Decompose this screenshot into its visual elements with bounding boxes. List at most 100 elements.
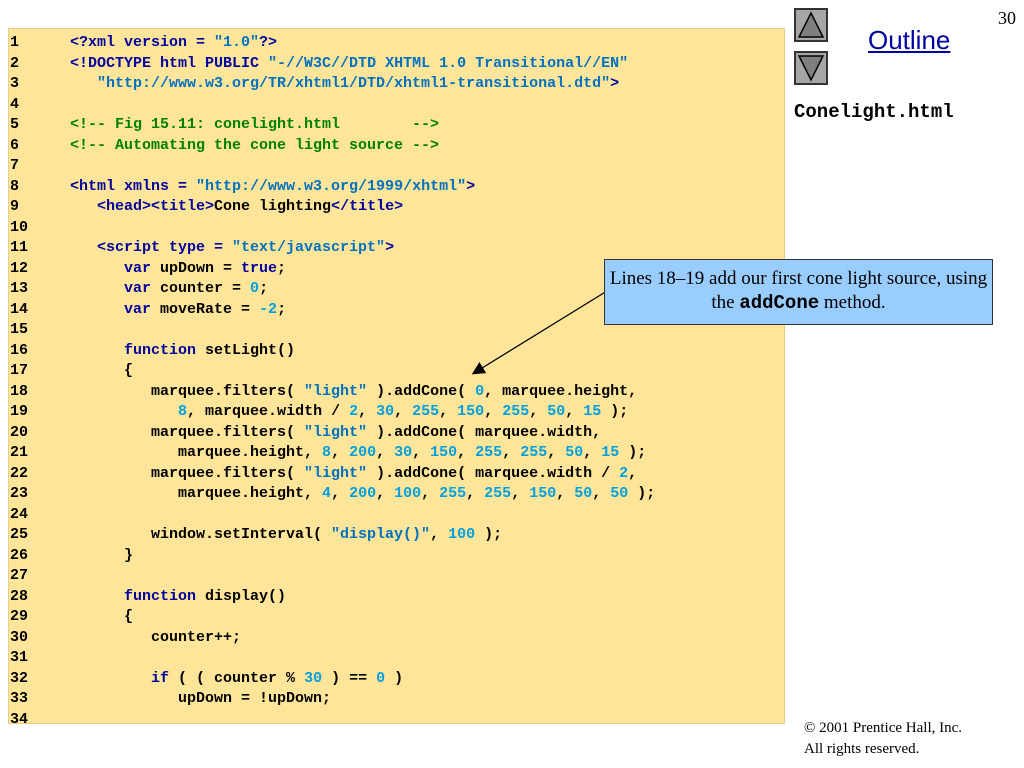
line-number: 33 (10, 690, 29, 707)
code-token: marquee.filters( (70, 464, 305, 482)
code-token: marquee.height, (70, 444, 323, 461)
code-token: , marquee.width / (187, 403, 350, 420)
line-number: 26 (10, 546, 29, 564)
code-token: > (610, 75, 620, 92)
line-number: 14 (10, 300, 29, 318)
code-token: { (70, 608, 134, 625)
line-number: 11 (10, 239, 29, 256)
previous-slide-button[interactable] (794, 8, 828, 42)
code-line: 14 var moveRate = -2; (10, 300, 286, 320)
code-token: counter++; (70, 628, 242, 646)
line-number: 13 (10, 280, 29, 297)
code-line: 13 var counter = 0; (10, 279, 268, 299)
line-number: 19 (10, 403, 29, 420)
code-token: ) (385, 669, 404, 687)
code-token: 150 (529, 485, 557, 502)
code-token: { (70, 362, 134, 379)
code-line: 12 var upDown = true; (10, 259, 286, 279)
code-token: , (394, 403, 413, 420)
code-token: 255 (412, 403, 440, 420)
code-line: 3 "http://www.w3.org/TR/xhtml1/DTD/xhtml… (10, 74, 619, 94)
code-token: 15 (601, 444, 620, 461)
code-token: 150 (457, 403, 485, 420)
code-token: ( ( counter % (169, 669, 305, 687)
line-number: 31 (10, 649, 29, 666)
line-number: 16 (10, 341, 29, 359)
code-token: , (556, 485, 575, 502)
code-token: , (439, 403, 458, 420)
code-token: 30 (304, 669, 323, 687)
code-token: , marquee.height, (484, 382, 638, 400)
line-number: 8 (10, 177, 20, 195)
code-token: 255 (475, 444, 503, 461)
code-line: 16 function setLight() (10, 341, 295, 361)
code-line: 2<!DOCTYPE html PUBLIC "-//W3C//DTD XHTM… (10, 54, 628, 74)
line-number: 3 (10, 75, 20, 92)
code-line: 1<?xml version = "1.0"?> (10, 33, 277, 53)
line-number: 9 (10, 198, 20, 215)
copyright: © 2001 Prentice Hall, Inc. All rights re… (804, 718, 962, 760)
code-line: 34 (10, 710, 70, 730)
code-line: 21 marquee.height, 8, 200, 30, 150, 255,… (10, 443, 646, 463)
code-line: 29 { (10, 607, 133, 627)
code-line: 5<!-- Fig 15.11: conelight.html --> (10, 115, 439, 135)
triangle-up-icon (797, 11, 825, 38)
code-token: "-//W3C//DTD XHTML 1.0 Transitional//EN" (268, 54, 629, 72)
code-token: </title> (331, 198, 404, 215)
code-token: , (376, 485, 395, 502)
callout-text-before: Lines 18–19 add our first cone light sou… (609, 268, 988, 313)
outline-link[interactable]: Outline (868, 25, 951, 55)
code-token: 100 (394, 485, 422, 502)
code-token: , (331, 444, 350, 461)
code-token: "light" (304, 464, 368, 482)
code-line: 10 (10, 218, 70, 238)
code-token: marquee.height, (70, 485, 323, 502)
code-token: marquee.filters( (70, 423, 305, 441)
code-token: , (502, 444, 521, 461)
callout-text-after: method. (819, 292, 886, 313)
code-token: "display()" (331, 526, 431, 543)
code-token: 0 (376, 669, 386, 687)
code-token: 200 (349, 444, 377, 461)
line-number: 22 (10, 464, 29, 482)
code-token: , (376, 444, 395, 461)
code-token: > (385, 239, 395, 256)
code-token: 0 (475, 382, 485, 400)
code-token: moveRate = (151, 300, 260, 318)
code-token: window.setInterval( (70, 526, 332, 543)
line-number: 1 (10, 34, 20, 51)
code-line: 24 (10, 505, 70, 525)
code-line: 32 if ( ( counter % 30 ) == 0 ) (10, 669, 403, 689)
code-line: 33 upDown = !upDown; (10, 689, 331, 709)
code-token: <!-- Fig 15.11: conelight.html --> (70, 116, 440, 133)
code-token: ).addCone( marquee.width, (367, 423, 602, 441)
code-token: 50 (547, 403, 566, 420)
code-token: <!-- Automating the cone light source --… (70, 136, 440, 154)
code-token: true (241, 259, 278, 277)
code-line: 19 8, marquee.width / 2, 30, 255, 150, 2… (10, 402, 628, 422)
code-token: , (457, 444, 476, 461)
code-token: ; (259, 280, 269, 297)
code-token: , (331, 485, 350, 502)
callout-note: Lines 18–19 add our first cone light sou… (604, 259, 993, 325)
code-token: 30 (376, 403, 395, 420)
code-token: marquee.filters( (70, 382, 305, 400)
code-token: , (583, 444, 602, 461)
line-number: 25 (10, 526, 29, 543)
code-line: 25 window.setInterval( "display()", 100 … (10, 525, 502, 545)
code-listing (8, 28, 785, 724)
copyright-line-1: © 2001 Prentice Hall, Inc. (804, 720, 963, 736)
code-line: 26 } (10, 546, 133, 566)
code-token: "light" (304, 423, 368, 441)
code-line: 22 marquee.filters( "light" ).addCone( m… (10, 464, 637, 484)
code-token: 255 (502, 403, 530, 420)
line-number: 10 (10, 218, 29, 236)
code-line: 6<!-- Automating the cone light source -… (10, 136, 439, 156)
code-token: "http://www.w3.org/1999/xhtml" (196, 177, 467, 195)
code-token: , (466, 485, 485, 502)
code-token: "1.0" (214, 34, 260, 51)
callout-code: addCone (739, 292, 820, 314)
next-slide-button[interactable] (794, 51, 828, 85)
code-line: 8<html xmlns = "http://www.w3.org/1999/x… (10, 177, 475, 197)
